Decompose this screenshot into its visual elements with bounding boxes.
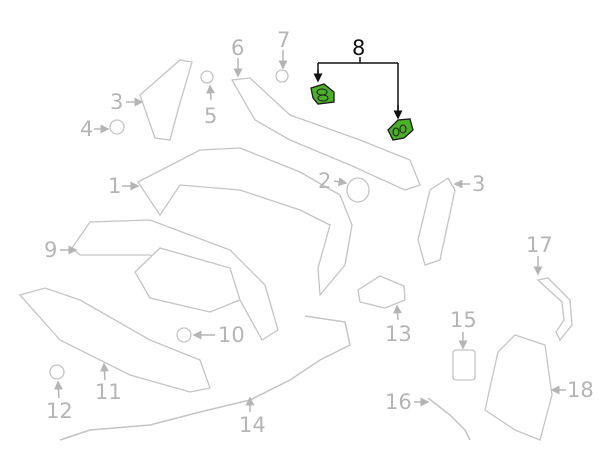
bolt-4[interactable] xyxy=(109,119,125,135)
label-11[interactable]: 11 xyxy=(95,380,122,404)
label-15[interactable]: 15 xyxy=(450,308,477,332)
bolt-12[interactable] xyxy=(49,364,65,380)
lower-spoiler[interactable] xyxy=(18,287,211,393)
label-12[interactable]: 12 xyxy=(46,399,73,423)
clip-5[interactable] xyxy=(200,70,214,84)
label-14[interactable]: 14 xyxy=(239,413,266,437)
sensor-bracket-15[interactable] xyxy=(452,349,476,381)
grommet-2[interactable] xyxy=(346,177,370,203)
clip-10[interactable] xyxy=(176,327,192,343)
module-18[interactable] xyxy=(484,334,553,441)
label-3-right[interactable]: 3 xyxy=(472,172,485,196)
highlighted-part-8-left[interactable] xyxy=(310,83,335,105)
label-6[interactable]: 6 xyxy=(231,36,244,60)
bumper-cover[interactable] xyxy=(137,147,353,297)
wire-harness-14[interactable] xyxy=(59,315,351,441)
bracket-right[interactable] xyxy=(417,177,456,266)
label-18[interactable]: 18 xyxy=(567,378,594,402)
wire-16[interactable] xyxy=(427,397,471,441)
label-10[interactable]: 10 xyxy=(218,323,245,347)
label-1[interactable]: 1 xyxy=(108,174,121,198)
label-5[interactable]: 5 xyxy=(204,104,217,128)
label-9[interactable]: 9 xyxy=(44,238,57,262)
highlighted-part-8-right[interactable] xyxy=(387,118,414,141)
reinforcement-beam[interactable] xyxy=(230,77,421,191)
label-17[interactable]: 17 xyxy=(526,233,553,257)
sensor-13[interactable] xyxy=(357,275,406,309)
bracket-left[interactable] xyxy=(139,59,193,141)
label-4[interactable]: 4 xyxy=(80,117,93,141)
lower-grille[interactable] xyxy=(71,219,279,341)
label-7[interactable]: 7 xyxy=(277,28,290,52)
label-16[interactable]: 16 xyxy=(385,390,412,414)
undercover[interactable] xyxy=(134,247,241,313)
label-13[interactable]: 13 xyxy=(385,322,412,346)
label-3-left[interactable]: 3 xyxy=(110,90,123,114)
bracket-17[interactable] xyxy=(536,277,573,342)
bracket-leader-8 xyxy=(317,57,399,117)
label-8[interactable]: 8 xyxy=(352,36,365,60)
clip-7[interactable] xyxy=(275,69,289,83)
label-2[interactable]: 2 xyxy=(318,169,331,193)
